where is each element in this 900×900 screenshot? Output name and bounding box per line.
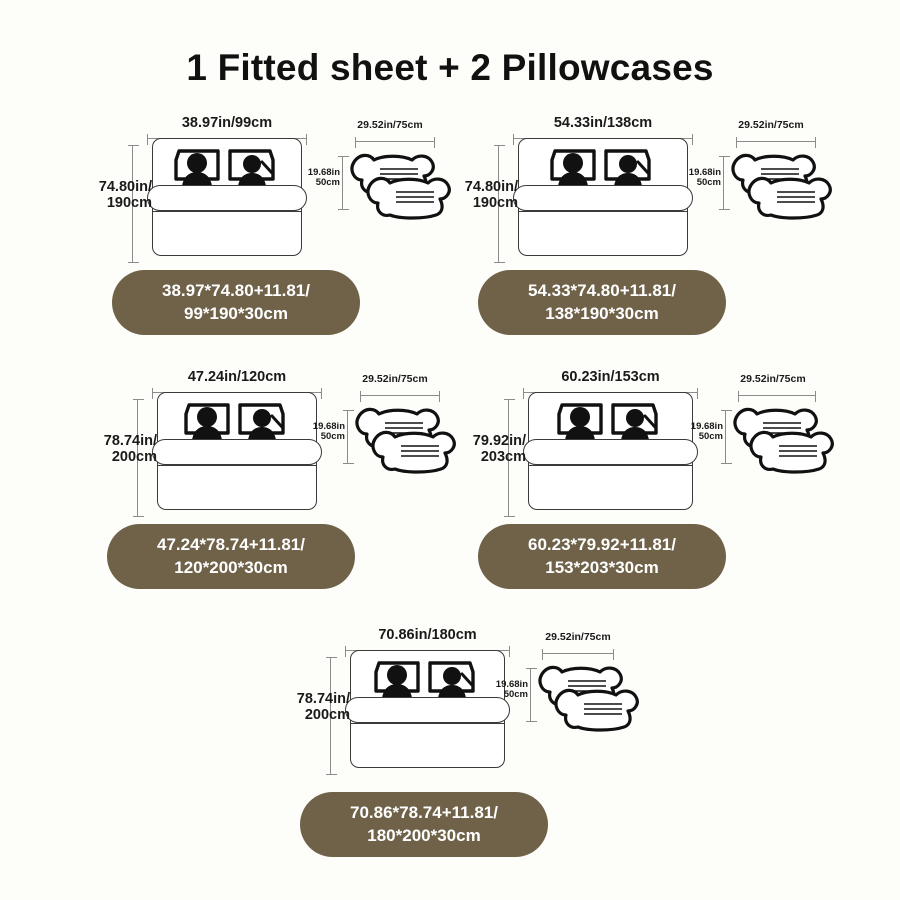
bed-height-dimension-line [504,399,515,517]
bed-sheet-line [350,723,505,724]
size-badge-line-2: 153*203*30cm [545,557,659,577]
size-badge-line-2: 138*190*30cm [545,303,659,323]
size-badge[interactable]: 38.97*74.80+11.81/ 99*190*30cm [112,270,360,335]
bed-width-label: 47.24in/120cm [187,369,287,385]
bed-sheet-line [528,465,693,466]
size-badge-line-1: 70.86*78.74+11.81/ [350,803,498,823]
blanket-fold [152,439,322,465]
pillow-height-dimension-line [343,410,354,464]
size-badge[interactable]: 47.24*78.74+11.81/ 120*200*30cm [107,524,355,589]
size-badge[interactable]: 60.23*79.92+11.81/ 153*203*30cm [478,524,726,589]
bed-sheet-line [518,211,688,212]
sleeping-people-icon [557,403,658,440]
size-card-twin[interactable]: 38.97in/99cm 74.80in/ 190cm [92,108,452,343]
sleeping-people-icon [184,403,285,440]
pillow-width-label: 29.52in/75cm [357,119,423,131]
size-card-small-double[interactable]: 47.24in/120cm 78.74in/ 200cm [92,362,456,597]
pillow-width-dimension-line [355,137,435,148]
pillow-height-dimension-line [526,668,537,722]
pillowcase-illustration [528,650,639,740]
size-card-full[interactable]: 54.33in/138cm 74.80in/ 190cm [465,108,832,343]
sleeping-people-icon [550,149,651,186]
pillow-pair-icon [731,153,832,220]
bed-width-label: 38.97in/99cm [181,115,273,131]
pillow-pair-icon [733,407,834,474]
blanket-fold [147,185,307,211]
bed-height-label: 74.80in/ 190cm [464,179,518,211]
pillow-width-dimension-line [738,391,816,402]
bed-sheet-line [152,211,302,212]
size-card-super-king[interactable]: 70.86in/180cm 78.74in/ 200cm [280,620,640,857]
bed-height-dimension-line [494,145,505,263]
pillowcase-illustration [721,138,832,228]
size-badge[interactable]: 70.86*78.74+11.81/ 180*200*30cm [300,792,548,857]
sleeping-people-icon [174,149,275,186]
size-badge-line-1: 47.24*78.74+11.81/ [157,535,305,555]
pillow-height-dimension-line [719,156,730,210]
size-badge-line-1: 38.97*74.80+11.81/ [162,281,310,301]
pillow-pair-icon [538,665,639,732]
size-badge-line-1: 54.33*74.80+11.81/ [528,281,676,301]
size-badge[interactable]: 54.33*74.80+11.81/ 138*190*30cm [478,270,726,335]
bed-sheet-line [157,465,317,466]
pillowcase-illustration [723,392,834,482]
bed-width-label: 60.23in/153cm [561,369,660,385]
page-title: 1 Fitted sheet + 2 Pillowcases [186,47,714,88]
bed-height-label: 78.74in/ 200cm [103,433,157,465]
pillow-width-label: 29.52in/75cm [740,373,806,385]
blanket-fold [513,185,693,211]
bed-width-label: 54.33in/138cm [553,115,653,131]
bed-width-label: 70.86in/180cm [378,627,477,643]
pillow-height-label: 19.68in 50cm [307,167,340,189]
pillow-width-dimension-line [736,137,816,148]
pillow-width-label: 29.52in/75cm [362,373,428,385]
size-badge-line-1: 60.23*79.92+11.81/ [528,535,676,555]
pillow-height-label: 19.68in 50cm [495,679,528,701]
pillow-height-label: 19.68in 50cm [688,167,721,189]
blanket-fold [345,697,510,723]
bed-illustration [147,138,307,256]
pillowcase-illustration [340,138,451,228]
pillow-width-label: 29.52in/75cm [738,119,804,131]
bed-height-label: 74.80in/ 190cm [98,179,152,211]
pillow-width-dimension-line [542,649,614,660]
pillow-height-dimension-line [338,156,349,210]
bed-height-dimension-line [128,145,139,263]
pillow-height-dimension-line [721,410,732,464]
bed-illustration [152,392,322,510]
pillow-pair-icon [350,153,451,220]
pillow-height-label: 19.68in 50cm [690,421,723,443]
bed-height-label: 78.74in/ 200cm [296,691,350,723]
sleeping-people-icon [374,661,475,698]
pillow-width-label: 29.52in/75cm [545,631,611,643]
blanket-fold [523,439,698,465]
bed-illustration [513,138,693,256]
bed-height-dimension-line [133,399,144,517]
bed-height-label: 79.92in/ 203cm [472,433,526,465]
pillowcase-illustration [345,392,456,482]
bed-illustration [345,650,510,768]
size-badge-line-2: 120*200*30cm [174,557,288,577]
size-card-queen[interactable]: 60.23in/153cm 79.92in/ 203cm [468,362,834,597]
size-badge-line-2: 99*190*30cm [184,303,288,323]
bed-height-dimension-line [326,657,337,775]
pillow-pair-icon [355,407,456,474]
bed-illustration [523,392,698,510]
size-badge-line-2: 180*200*30cm [367,825,481,845]
pillow-width-dimension-line [360,391,440,402]
pillow-height-label: 19.68in 50cm [312,421,345,443]
